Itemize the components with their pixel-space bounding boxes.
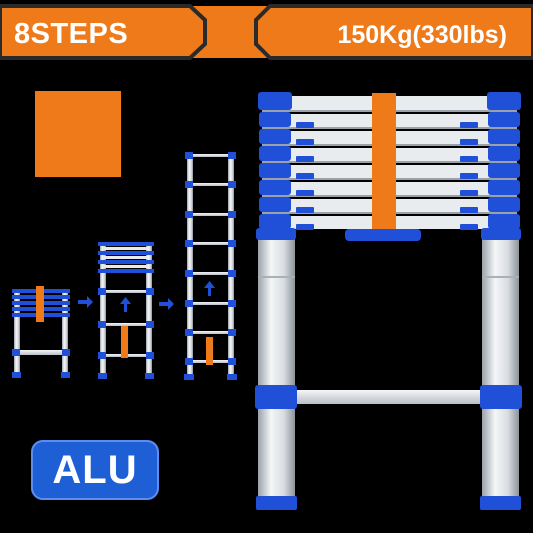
bottom-rung	[290, 390, 488, 404]
foot-left	[256, 496, 297, 510]
up-arrow-icon	[120, 297, 131, 312]
banner-right-tab	[254, 4, 533, 60]
carry-strap	[372, 93, 396, 233]
right-arrow-icon	[78, 296, 93, 308]
color-swatch	[35, 91, 121, 177]
material-label: ALU	[52, 448, 138, 492]
ladder-end-caps	[256, 92, 521, 240]
strap-handle	[345, 229, 421, 241]
right-arrow-icon	[159, 298, 174, 310]
banner-left-tab	[0, 4, 207, 60]
top-banner	[0, 4, 533, 60]
steps-label: 8STEPS	[14, 18, 129, 50]
material-badge: ALU	[31, 440, 159, 500]
rung-lock-buttons	[296, 122, 478, 230]
ladder-collapsed-large	[255, 92, 522, 510]
foot-right	[480, 496, 521, 510]
up-arrow-icon	[204, 281, 215, 296]
capacity-label: 150Kg(330lbs)	[337, 21, 507, 49]
ladder-fully-extended	[184, 152, 237, 380]
ladder-collapsed-small	[12, 286, 70, 378]
ladder-partially-extended	[98, 242, 154, 379]
